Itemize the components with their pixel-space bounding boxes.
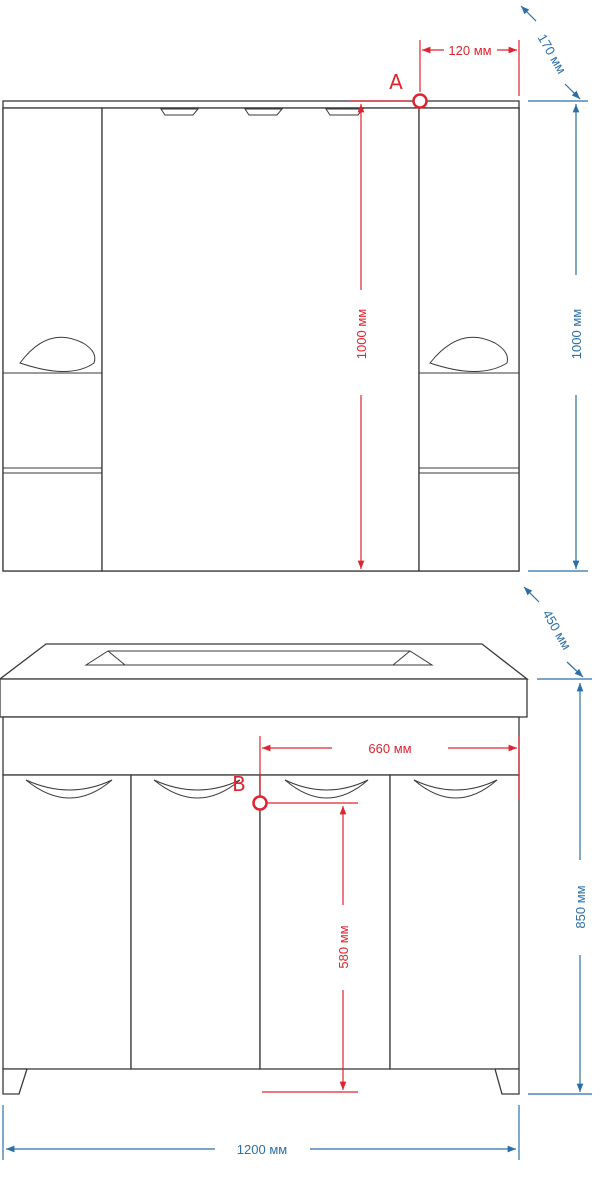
mirror-left-column xyxy=(2,107,103,572)
point-b-marker xyxy=(252,795,268,811)
point-a-label: A xyxy=(389,70,403,94)
lamp-center xyxy=(244,108,284,116)
door-2-handle xyxy=(153,779,241,799)
mirror-red-dimensions: 120 мм A 1000 мм xyxy=(350,40,520,569)
left-column-handle xyxy=(19,336,96,372)
lamp-right xyxy=(325,108,365,116)
mirror-offset-label: 120 мм xyxy=(448,43,491,58)
mirror-height-blue-label: 1000 мм xyxy=(569,309,584,359)
vanity-height-label: 850 мм xyxy=(573,885,588,928)
right-column-handle xyxy=(429,336,508,372)
vanity-left-leg xyxy=(2,1068,28,1095)
total-width-label: 1200 мм xyxy=(237,1142,287,1157)
central-mirror-panel xyxy=(101,107,420,572)
vanity-door-2 xyxy=(130,774,261,1070)
vanity-depth-label: 450 мм xyxy=(540,607,575,652)
point-a-marker xyxy=(412,93,428,109)
vanity-right-leg xyxy=(494,1068,520,1095)
mirror-depth-label: 170 мм xyxy=(535,31,570,76)
vanity-red-dimensions: 660 мм B 580 мм xyxy=(232,736,520,1093)
vanity-top-rail xyxy=(2,716,520,776)
vanity-door-4 xyxy=(389,774,520,1070)
outlet-height-label: 580 мм xyxy=(336,925,351,968)
door-3-handle xyxy=(284,779,369,799)
vanity-door-1 xyxy=(2,774,132,1070)
mirror-right-column xyxy=(418,107,520,572)
mirror-cabinet xyxy=(2,100,520,572)
vanity-door-3 xyxy=(259,774,391,1070)
door-1-handle xyxy=(25,779,113,799)
door-4-handle xyxy=(413,779,498,799)
outlet-offset-label: 660 мм xyxy=(368,741,411,756)
mirror-blue-dimensions: 1000 мм 170 мм xyxy=(520,5,588,572)
washbasin-front-edge xyxy=(0,678,528,718)
washbasin-top-surface xyxy=(0,643,529,680)
mirror-height-red-label: 1000 мм xyxy=(354,309,369,359)
vanity-cabinet xyxy=(0,643,529,1095)
point-b-label: B xyxy=(232,772,246,796)
lamp-left xyxy=(160,108,200,116)
